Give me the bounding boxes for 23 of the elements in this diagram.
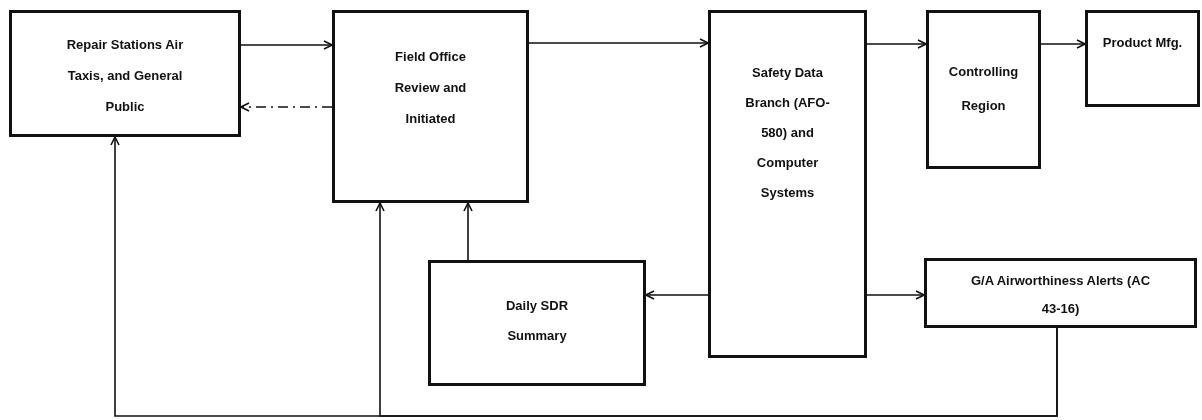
process-box: [428, 260, 646, 386]
box-label: Controlling Region: [947, 63, 1020, 115]
arrow: [866, 290, 925, 300]
arrow: [375, 202, 1058, 417]
box-label: Safety Data Branch (AFO-580) and Computer Systems: [744, 64, 831, 202]
arrow: [866, 39, 927, 49]
arrow: [240, 40, 333, 50]
process-box: [708, 10, 867, 358]
arrow: [463, 202, 473, 261]
arrow: [528, 38, 709, 48]
process-box: [332, 10, 529, 203]
process-box: [926, 10, 1041, 169]
process-box: [924, 258, 1197, 328]
box-label: Product Mfg.: [1102, 34, 1183, 52]
box-label: Field Office Review and Initiated: [393, 48, 468, 128]
process-box: [9, 10, 241, 137]
arrow: [1040, 39, 1086, 49]
arrow: [240, 102, 333, 112]
box-label: G/A Airworthiness Alerts (AC 43-16): [969, 272, 1152, 318]
arrow: [645, 290, 709, 300]
box-label: Repair Stations Air Taxis, and General Public: [65, 36, 185, 116]
process-box: [1085, 10, 1200, 107]
box-label: Daily SDR Summary: [504, 297, 570, 345]
